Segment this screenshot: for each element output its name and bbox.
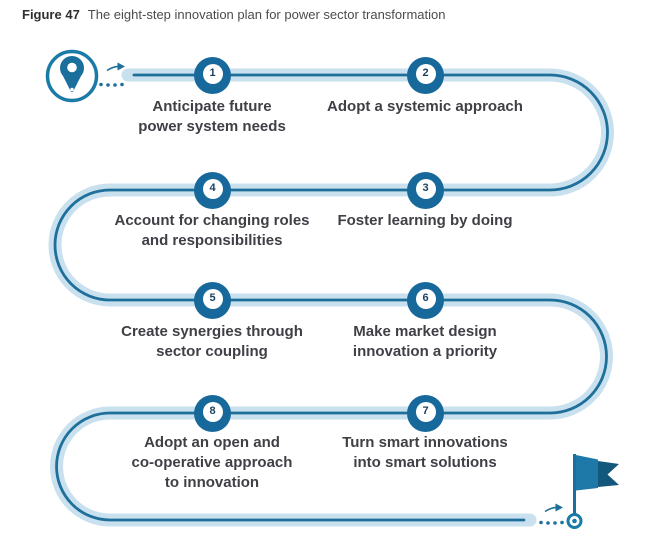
step-number: 3 <box>422 182 429 194</box>
label-line: into smart solutions <box>353 454 497 471</box>
step-number: 2 <box>422 67 429 79</box>
label-line: Create synergies through <box>121 323 303 340</box>
flag-icon <box>566 454 619 529</box>
figure-caption: Figure 47 The eight-step innovation plan … <box>22 7 446 22</box>
label-line: Anticipate future <box>152 98 272 115</box>
step-label-8: Adopt an open and co-operative approach … <box>82 433 342 493</box>
step-node-5: 5 <box>194 282 231 319</box>
end-dotted-arrow-icon <box>539 503 564 525</box>
step-node-4: 4 <box>194 172 231 209</box>
step-label-7: Turn smart innovations into smart soluti… <box>295 433 555 473</box>
step-node-inner: 5 <box>202 288 223 309</box>
step-node-inner: 3 <box>415 178 436 199</box>
label-line: innovation a priority <box>352 343 498 360</box>
label-line: sector coupling <box>156 343 268 360</box>
path-centerline <box>53 73 609 522</box>
step-label-4: Account for changing roles and responsib… <box>82 211 342 251</box>
step-number: 4 <box>209 182 216 194</box>
step-node-inner: 2 <box>415 63 436 84</box>
step-node-1: 1 <box>194 57 231 94</box>
step-number: 7 <box>422 405 429 417</box>
start-dotted-arrow-icon <box>99 62 125 87</box>
step-node-3: 3 <box>407 172 444 209</box>
step-node-2: 2 <box>407 57 444 94</box>
label-line: Adopt a systemic approach <box>327 98 523 115</box>
step-node-6: 6 <box>407 282 444 319</box>
label-line: power system needs <box>138 118 286 135</box>
step-number: 8 <box>209 405 216 417</box>
label-line: to innovation <box>164 474 260 491</box>
step-node-inner: 4 <box>202 178 223 199</box>
step-node-inner: 8 <box>202 401 223 422</box>
step-label-1: Anticipate future power system needs <box>82 97 342 137</box>
step-number: 6 <box>422 292 429 304</box>
step-node-inner: 1 <box>202 63 223 84</box>
step-node-inner: 7 <box>415 401 436 422</box>
step-number: 5 <box>209 292 216 304</box>
step-node-inner: 6 <box>415 288 436 309</box>
label-line: Make market design <box>353 323 497 340</box>
step-label-6: Make market design innovation a priority <box>295 322 555 362</box>
step-label-2: Adopt a systemic approach <box>295 97 555 117</box>
figure-title: The eight-step innovation plan for power… <box>87 7 446 22</box>
label-line: Turn smart innovations <box>342 434 508 451</box>
label-line: Adopt an open and <box>144 434 280 451</box>
label-line: Foster learning by doing <box>337 212 513 229</box>
step-number: 1 <box>209 67 216 79</box>
step-label-3: Foster learning by doing <box>295 211 555 231</box>
label-line: Account for changing roles <box>114 212 310 229</box>
step-label-5: Create synergies through sector coupling <box>82 322 342 362</box>
step-node-7: 7 <box>407 395 444 432</box>
figure-label: Figure 47 <box>22 7 80 22</box>
map-pin-icon <box>45 49 99 103</box>
label-line: and responsibilities <box>141 232 283 249</box>
label-line: co-operative approach <box>131 454 293 471</box>
step-node-8: 8 <box>194 395 231 432</box>
